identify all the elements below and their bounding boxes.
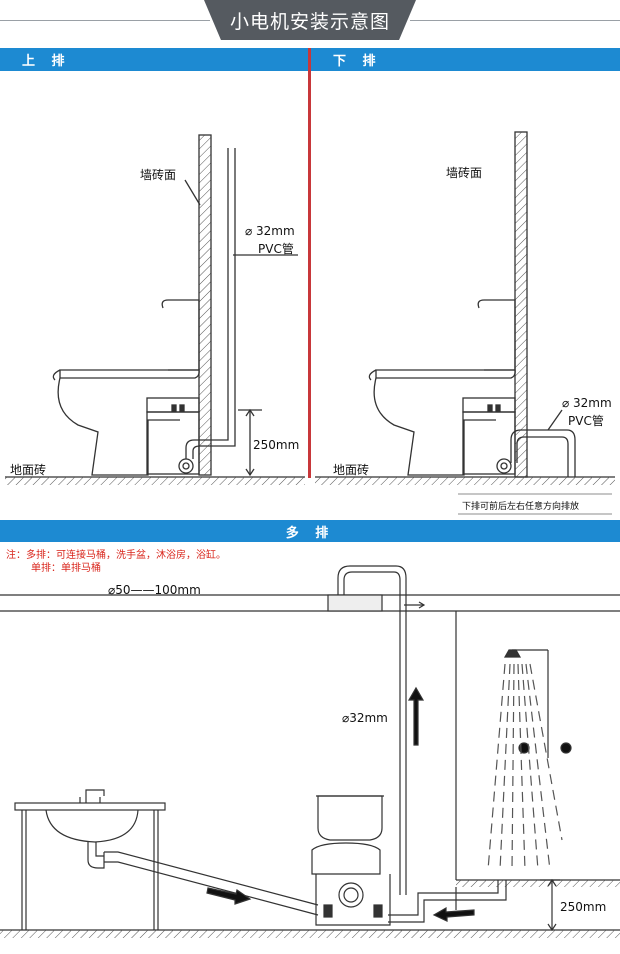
motor-pump-multi xyxy=(338,882,364,908)
riser-pipe xyxy=(337,565,407,895)
wall-right xyxy=(514,131,528,478)
page-title: 小电机安装示意图 xyxy=(229,10,390,33)
basin-drain-pipe xyxy=(104,851,319,906)
wall-tile-label-right: 墙砖面 xyxy=(446,166,483,180)
height-label-bottom: 250mm xyxy=(560,900,607,914)
section-upper-drain-label: 上 排 xyxy=(22,54,71,69)
pvc-label-left: PVC管 xyxy=(258,242,294,256)
lower-drain-note: 下排可前后左右任意方向排放 xyxy=(462,502,580,512)
pvc-pipe-right xyxy=(510,429,576,477)
title-rule-right xyxy=(410,20,620,21)
motor-pump-right xyxy=(496,458,512,474)
pvc-pipe-left xyxy=(185,148,229,459)
pvc-label-right: PVC管 xyxy=(568,414,604,428)
pipe-size-label-left: ⌀ 32mm xyxy=(245,224,295,238)
wall-left xyxy=(198,134,212,476)
flow-up-arrow xyxy=(407,686,425,746)
section-multi-drain-label: 多 排 xyxy=(285,525,335,541)
section-lower-drain: 下 排 xyxy=(311,48,620,71)
height-label-left: 250mm xyxy=(253,438,300,452)
floor-tile-label-right: 地面砖 xyxy=(333,463,370,477)
basin-counter xyxy=(14,802,166,811)
floor-hatch-left xyxy=(5,477,305,485)
pipe-size-label-right: ⌀ 32mm xyxy=(562,396,612,410)
title-rule-left xyxy=(0,20,210,21)
section-multi-drain: 多 排 xyxy=(0,520,620,542)
motor-toilet-multi xyxy=(311,795,391,926)
title-tab: 小电机安装示意图 xyxy=(204,0,416,40)
floor-tile-label-left: 地面砖 xyxy=(10,463,47,477)
multi-note-line1: 注：多排：可连接马桶，洗手盆，沐浴房，浴缸。 xyxy=(6,550,226,561)
toilet-right xyxy=(368,299,516,476)
section-lower-drain-label: 下 排 xyxy=(333,54,382,69)
section-divider xyxy=(308,48,311,478)
multi-note-line2: 单排：单排马桶 xyxy=(31,563,101,574)
wash-basin xyxy=(14,789,166,930)
upper-drain-drawing xyxy=(5,134,305,485)
wall-tile-label-left: 墙砖面 xyxy=(140,168,177,182)
lower-drain-drawing xyxy=(315,131,615,515)
title-band: 小电机安装示意图 xyxy=(0,0,620,40)
multi-drain-drawing xyxy=(0,565,620,938)
shower-water xyxy=(487,663,563,871)
motor-pump-left xyxy=(178,458,194,474)
drain-pipe-label: ⌀50——100mm xyxy=(108,583,201,597)
floor-hatch-right xyxy=(315,477,615,485)
toilet-left xyxy=(52,299,200,476)
flow-right-arrow xyxy=(206,887,252,905)
section-upper-drain: 上 排 xyxy=(0,48,308,71)
flow-left-arrow xyxy=(432,906,475,922)
riser-pipe-label: ⌀32mm xyxy=(342,711,388,725)
shower-knob-right xyxy=(560,742,572,754)
